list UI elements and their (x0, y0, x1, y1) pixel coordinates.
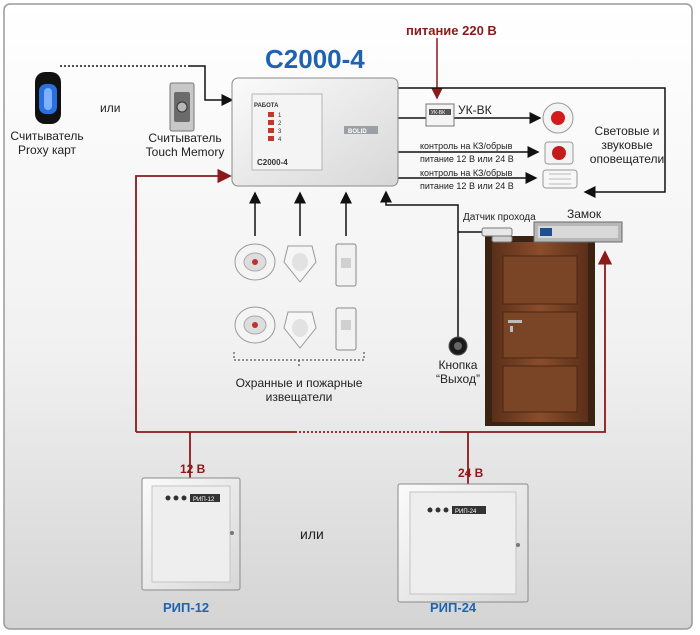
psu-rip-24: РИП-24 (397, 483, 529, 603)
or-label-top: или (100, 101, 121, 115)
annunciators-label-line3: оповещатели (589, 152, 665, 166)
fire-detector-1 (234, 243, 276, 281)
exit-button-label-line2: “Выход” (436, 372, 480, 386)
fire-detector-2 (234, 306, 276, 344)
proxy-reader-label-line1: Считыватель (10, 129, 84, 143)
controller-indicator-header: РАБОТА (254, 103, 279, 109)
line1-control-label: контроль на КЗ/обрыв (420, 141, 513, 151)
diagram-title: С2000-4 (265, 44, 365, 74)
annunciator-siren-2 (544, 141, 574, 165)
psu-rip-24-label: РИП-24 (430, 600, 477, 615)
indicator-led (268, 136, 274, 141)
line1-power-label: питание 12 В или 24 В (420, 154, 514, 164)
annunciator-siren-1 (542, 102, 574, 134)
indicator-led (268, 112, 274, 117)
touch-memory-label-line2: Touch Memory (145, 145, 225, 159)
controller-c2000-4: РАБОТА 1 2 3 4 С2000-4 BOLID (231, 77, 399, 187)
bolid-logo-text: BOLID (348, 129, 367, 135)
controller-model-label: С2000-4 (257, 158, 288, 167)
touch-memory-label-line1: Считыватель (148, 131, 222, 145)
detectors-label: Охранные и пожарные извещатели (224, 376, 374, 404)
indicator-number: 1 (278, 113, 282, 119)
electromagnetic-lock (533, 221, 623, 243)
lock-label: Замок (567, 207, 602, 221)
proxy-reader-label-line2: Proxy карт (17, 143, 77, 157)
uk-vk-label: УК-ВК (458, 103, 492, 117)
psu-left-voltage: 12 В (180, 462, 206, 476)
indicator-led (268, 128, 274, 133)
magnetic-contact-1 (335, 243, 357, 287)
exit-button (448, 336, 468, 356)
psu-rip-12-box-text: РИП-12 (193, 497, 215, 503)
or-label-bottom: или (300, 526, 324, 542)
passage-sensor-label: Датчик прохода (463, 212, 536, 223)
touch-memory-reader (169, 82, 195, 132)
uk-vk-device-text: УК-ВК (431, 110, 445, 116)
annunciator-strobe (542, 169, 578, 189)
psu-rip-12-label: РИП-12 (163, 600, 210, 615)
magnetic-contact-2 (335, 307, 357, 351)
psu-right-voltage: 24 В (458, 466, 484, 480)
line2-control-label: контроль на КЗ/обрыв (420, 168, 513, 178)
proxy-reader (35, 72, 61, 124)
indicator-led (268, 120, 274, 125)
annunciators-label-line1: Световые и (594, 124, 660, 138)
bolid-logo (344, 126, 378, 134)
uk-vk-relay-module: УК-ВК (425, 103, 455, 127)
psu-rip-24-box-text: РИП-24 (455, 509, 477, 515)
indicator-number: 4 (278, 137, 282, 143)
door (485, 236, 595, 426)
motion-detector-1 (283, 245, 317, 283)
annunciators-label: Световые и звуковые оповещатели (584, 124, 670, 166)
exit-button-label: Кнопка “Выход” (418, 358, 498, 386)
exit-button-label-line1: Кнопка (438, 358, 478, 372)
proxy-reader-label: Считыватель Proxy карт (2, 129, 92, 157)
indicator-number: 3 (278, 129, 282, 135)
touch-memory-label: Считыватель Touch Memory (137, 131, 233, 159)
psu-rip-12: РИП-12 (141, 477, 241, 591)
power-220-label: питание 220 В (406, 23, 497, 38)
detectors-label-line2: извещатели (265, 390, 333, 404)
motion-detector-2 (283, 311, 317, 349)
detectors-label-line1: Охранные и пожарные (235, 376, 363, 390)
indicator-number: 2 (278, 121, 282, 127)
annunciators-label-line2: звуковые (601, 138, 653, 152)
line2-power-label: питание 12 В или 24 В (420, 181, 514, 191)
passage-sensor (481, 227, 513, 243)
